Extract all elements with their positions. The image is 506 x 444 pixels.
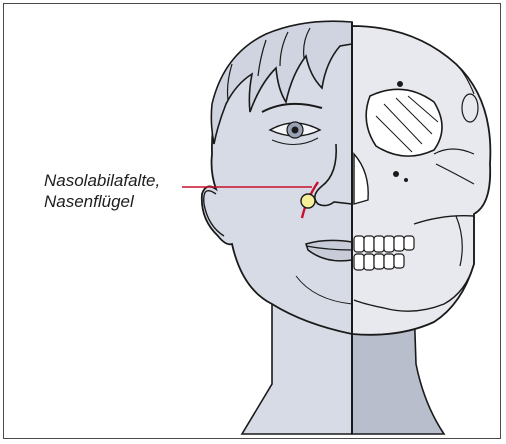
point-label-line-1: Nasolabilafalte, — [44, 170, 160, 191]
face-skull-illustration — [4, 4, 501, 439]
skull-half — [352, 26, 490, 335]
point-label: Nasolabilafalte, Nasenflügel — [44, 170, 160, 212]
acupoint-marker — [301, 194, 315, 208]
eye-socket — [366, 89, 442, 156]
figure-frame: Nasolabilafalte, Nasenflügel — [3, 3, 501, 439]
point-label-line-2: Nasenflügel — [44, 191, 160, 212]
